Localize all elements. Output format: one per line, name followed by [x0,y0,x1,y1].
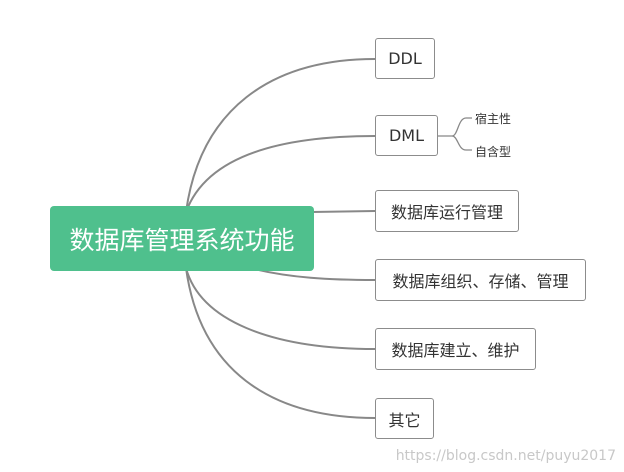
edge-root-build [185,267,376,350]
edge-root-organize [249,267,376,281]
watermark-text: https://blog.csdn.net/puyu2017 [395,448,616,464]
edge-root-ddl [185,58,376,213]
leaf-host-type[interactable]: 宿主性 [475,112,512,126]
node-build-maintain[interactable]: 数据库建立、维护 [375,328,536,370]
edge-dml-children [438,117,472,151]
edge-root-dml [185,135,376,213]
edge-root-runtime [311,210,376,213]
leaf-self-contained[interactable]: 自含型 [475,145,512,159]
node-ddl[interactable]: DDL [375,38,435,79]
node-organize-store-manage[interactable]: 数据库组织、存储、管理 [375,259,586,301]
node-dml[interactable]: DML [375,115,438,156]
node-runtime-management[interactable]: 数据库运行管理 [375,190,519,232]
node-other[interactable]: 其它 [375,398,434,439]
edge-root-other [185,267,376,419]
root-node[interactable]: 数据库管理系统功能 [50,206,314,271]
